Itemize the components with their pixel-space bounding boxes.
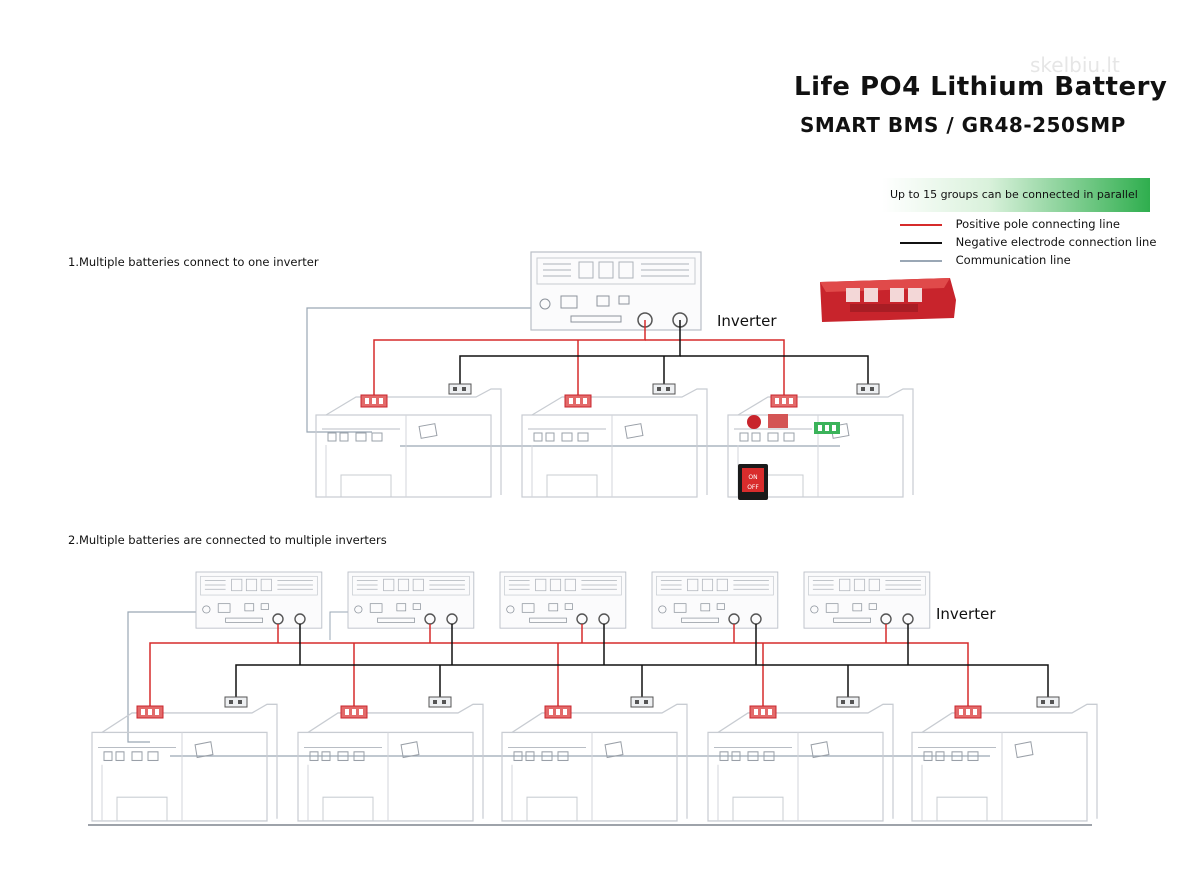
parallel-groups-banner: Up to 15 groups can be connected in para… xyxy=(882,178,1150,212)
watermark-text: skelbiu.lt xyxy=(1030,53,1120,77)
legend-negative-label: Negative electrode connection line xyxy=(955,235,1157,249)
bms-button-icon xyxy=(747,415,761,429)
legend-positive: Positive pole connecting line xyxy=(900,217,1120,233)
positive-line-swatch xyxy=(900,223,942,226)
section-2-caption: 2.Multiple batteries are connected to mu… xyxy=(68,533,387,547)
page-subtitle: SMART BMS / GR48-250SMP xyxy=(800,113,1126,137)
communication-line-swatch xyxy=(900,259,942,262)
legend-communication: Communication line xyxy=(900,253,1071,269)
inverter-label-2: Inverter xyxy=(936,605,996,623)
busbar-product-image xyxy=(820,278,956,322)
switch-off-label: OFF xyxy=(747,484,759,491)
section-1-diagram xyxy=(306,251,914,498)
legend-communication-label: Communication line xyxy=(955,253,1071,267)
switch-on-label: ON xyxy=(748,474,757,481)
legend-positive-label: Positive pole connecting line xyxy=(955,217,1120,231)
inverter-label-1: Inverter xyxy=(717,312,777,330)
section-2-diagram xyxy=(88,571,1098,826)
legend-negative: Negative electrode connection line xyxy=(900,235,1156,251)
page-title: Life PO4 Lithium Battery xyxy=(794,72,1168,102)
watermark: skelbiu.lt xyxy=(1030,53,1120,77)
section-1-caption: 1.Multiple batteries connect to one inve… xyxy=(68,255,319,269)
negative-line-swatch xyxy=(900,241,942,244)
power-switch-icon: ON OFF xyxy=(738,464,768,500)
dip-switch-icon xyxy=(768,414,788,428)
